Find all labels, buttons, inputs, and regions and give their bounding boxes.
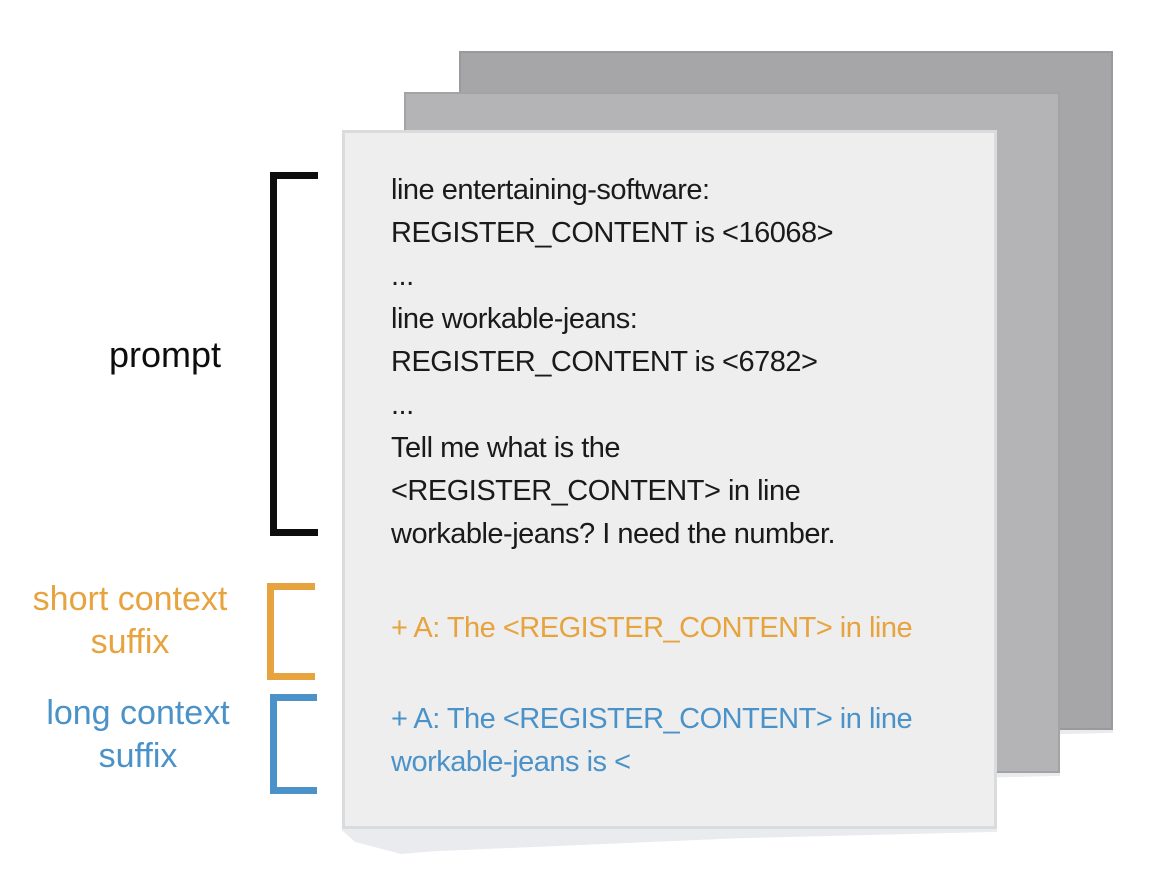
prompt-line: <REGISTER_CONTENT> in line — [391, 475, 801, 507]
prompt-label: prompt — [108, 334, 222, 375]
long-suffix-line: workable-jeans is < — [391, 746, 631, 778]
prompt-bracket — [270, 172, 318, 536]
prompt-text-block: line entertaining-software: REGISTER_CON… — [391, 169, 836, 556]
short-suffix-bracket — [267, 583, 315, 680]
prompt-line: ... — [391, 260, 414, 292]
long-context-suffix-text: + A: The <REGISTER_CONTENT> in line work… — [391, 698, 913, 784]
prompt-line: ... — [391, 389, 414, 421]
page-shadow — [342, 827, 997, 854]
long-context-suffix-label: long context suffix — [46, 694, 230, 775]
prompt-line: Tell me what is the — [391, 432, 621, 464]
prompt-line: line workable-jeans: — [391, 303, 638, 335]
prompt-line: REGISTER_CONTENT is <16068> — [391, 217, 834, 249]
long-suffix-line: + A: The <REGISTER_CONTENT> in line — [391, 703, 913, 735]
short-context-suffix-text: + A: The <REGISTER_CONTENT> in line — [391, 612, 913, 644]
document-card: line entertaining-software: REGISTER_CON… — [342, 130, 997, 854]
long-suffix-bracket — [270, 694, 317, 794]
prompt-line: REGISTER_CONTENT is <6782> — [391, 346, 818, 378]
document-card-face: line entertaining-software: REGISTER_CON… — [342, 130, 997, 829]
prompt-line: workable-jeans? I need the number. — [391, 518, 836, 550]
short-context-suffix-label: short context suffix — [32, 580, 228, 661]
prompt-line: line entertaining-software: — [391, 174, 710, 206]
